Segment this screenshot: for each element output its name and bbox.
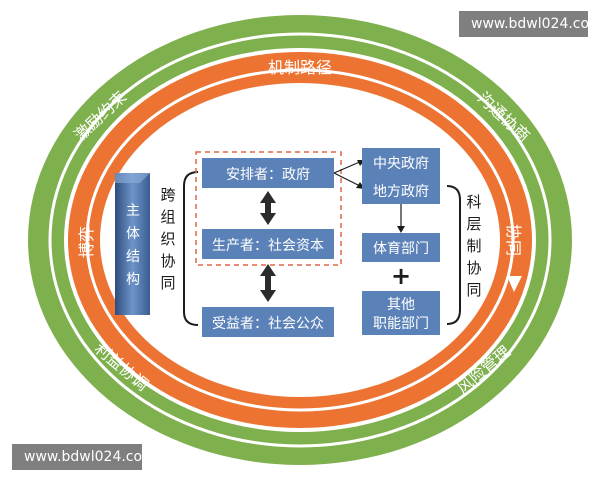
subject-structure-char-4: 构 xyxy=(126,272,140,288)
middle-ring-line xyxy=(85,68,515,412)
double-arrow-1 xyxy=(260,191,276,225)
gov-other-line1: 其他 xyxy=(387,297,415,313)
cross-org-char-4: 协 xyxy=(160,252,175,270)
gov-box-sports xyxy=(362,233,440,262)
arrow-to-central xyxy=(333,160,363,174)
right-bracket xyxy=(446,185,461,325)
gov-central: 中央政府 xyxy=(373,156,429,172)
block-bevel xyxy=(115,173,150,183)
bureaucratic-char-1: 科 xyxy=(466,193,481,211)
cross-org-char-5: 同 xyxy=(160,274,175,292)
bureaucratic-char-2: 层 xyxy=(466,215,481,233)
actor-box-beneficiary xyxy=(202,307,334,337)
actor-box-producer xyxy=(202,229,334,259)
subject-structure-char-3: 结 xyxy=(126,249,140,265)
actor-arranger: 安排者：政府 xyxy=(226,167,310,183)
subject-structure-char-2: 体 xyxy=(126,226,140,242)
left-bracket xyxy=(183,171,199,326)
watermark-top: www.bdwl024.com xyxy=(459,11,600,37)
double-arrow-2 xyxy=(260,264,276,302)
watermark-bottom: www.bdwl024.com xyxy=(12,444,156,470)
subject-structure-char-1: 主 xyxy=(126,203,140,219)
dashed-frame xyxy=(195,151,342,266)
cross-org-char-3: 织 xyxy=(160,230,175,248)
middle-label-right: 协同 xyxy=(504,224,523,256)
actor-beneficiary: 受益者：社会公众 xyxy=(212,316,324,332)
middle-label-top: 行为过程 xyxy=(268,91,332,110)
middle-label-left: 博弈 xyxy=(77,226,96,258)
outer-label-top: 机制路径 xyxy=(268,58,332,77)
gov-sports: 体育部门 xyxy=(373,241,429,257)
actor-producer: 生产者：社会资本 xyxy=(212,238,324,254)
gov-box-other xyxy=(362,291,440,335)
actor-box-arranger xyxy=(202,158,334,188)
subject-structure-block xyxy=(115,173,150,315)
middle-ring-arrowhead xyxy=(507,276,522,292)
gov-local: 地方政府 xyxy=(373,184,429,200)
arrow-to-local xyxy=(333,172,363,188)
cross-org-char-2: 组 xyxy=(160,208,175,226)
bureaucratic-char-4: 协 xyxy=(466,259,481,277)
gov-box-central xyxy=(362,148,440,176)
outer-ring-line xyxy=(48,32,552,448)
plus-sign: + xyxy=(391,262,411,290)
cross-org-char-1: 跨 xyxy=(160,186,175,204)
gov-box-local xyxy=(362,176,440,204)
bureaucratic-char-5: 同 xyxy=(466,281,481,299)
gov-other-line2: 职能部门 xyxy=(373,316,429,332)
bureaucratic-char-3: 制 xyxy=(466,237,481,255)
